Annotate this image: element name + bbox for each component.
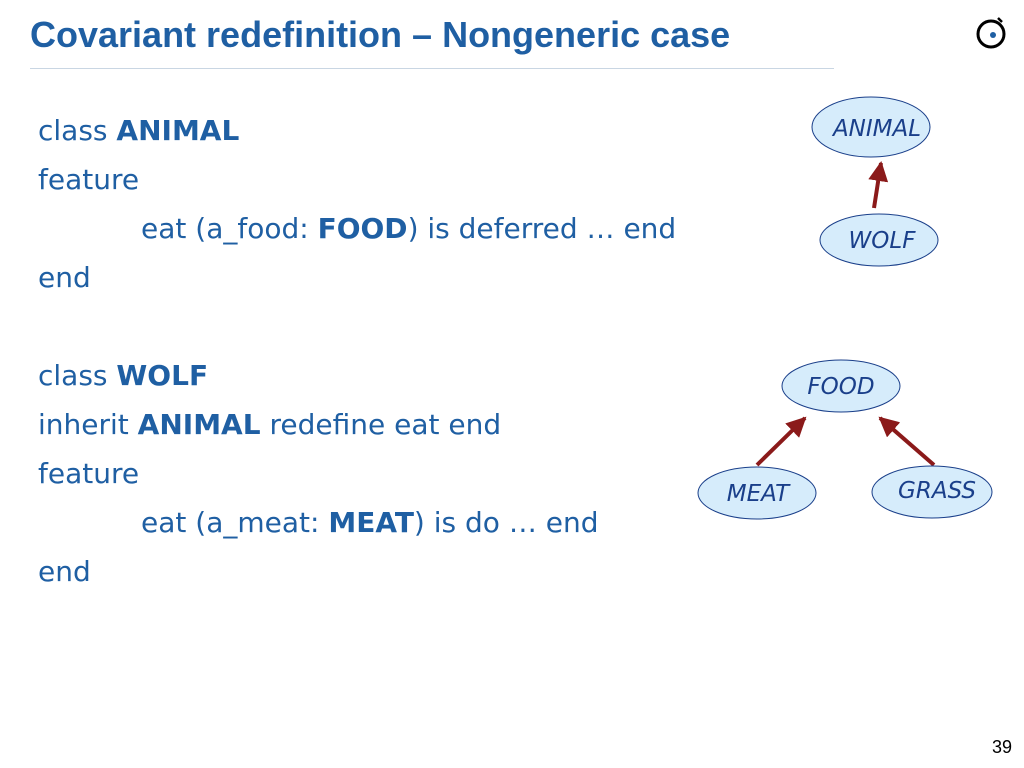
code-line: class WOLF (38, 359, 209, 392)
type-name: MEAT (328, 506, 414, 539)
logo-icon (976, 17, 1006, 49)
inherit-arrow (868, 161, 889, 209)
node-grass-label: GRASS (898, 478, 976, 504)
class-name: ANIMAL (116, 114, 240, 147)
code-line: inherit ANIMAL redefine eat end (38, 408, 502, 441)
node-meat (697, 466, 817, 520)
type-name: FOOD (317, 212, 408, 245)
node-animal-label: ANIMAL (831, 116, 921, 142)
page-number: 39 (991, 737, 1012, 757)
code-line: eat (a_meat: MEAT) is do … end (141, 506, 599, 539)
node-wolf-label: WOLF (849, 228, 917, 254)
node-meat-label: MEAT (727, 481, 791, 507)
code-block: class ANIMAL feature eat (a_food: FOOD) … (38, 106, 676, 596)
node-food-label: FOOD (807, 374, 874, 400)
node-wolf (819, 213, 939, 267)
code-line: end (38, 261, 91, 294)
code-line: eat (a_food: FOOD) is deferred … end (141, 212, 677, 245)
node-animal (811, 96, 931, 158)
node-food (781, 359, 901, 413)
code-line: feature (38, 163, 140, 196)
class-name: WOLF (116, 359, 209, 392)
node-grass (871, 465, 993, 519)
inherit-arrow (755, 416, 807, 467)
inherit-arrow (878, 416, 936, 467)
code-line: end (38, 555, 91, 588)
parent-class-name: ANIMAL (137, 408, 261, 441)
code-line: class ANIMAL (38, 114, 240, 147)
title-divider (30, 68, 834, 69)
code-line: feature (38, 457, 140, 490)
slide-title: Covariant redefinition – Nongeneric case (30, 14, 731, 55)
